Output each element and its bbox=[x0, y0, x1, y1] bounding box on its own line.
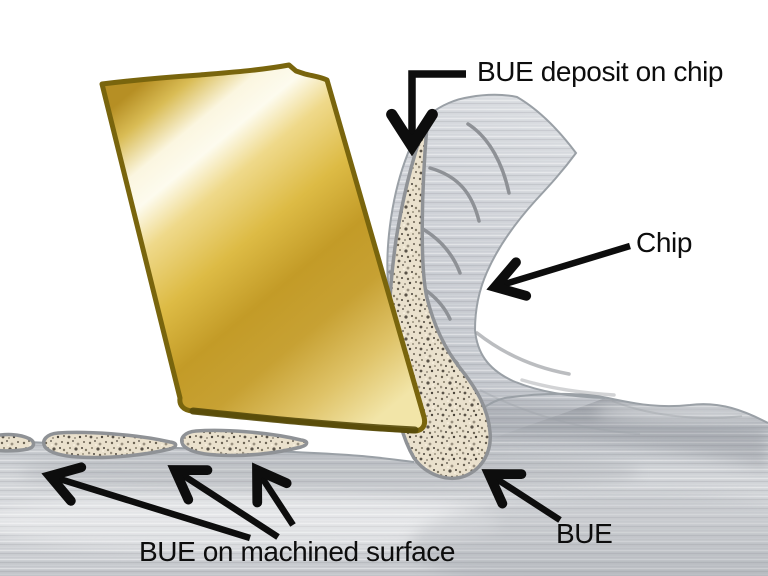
bue-arrow bbox=[481, 469, 562, 523]
surface-deposit-2 bbox=[42, 430, 178, 460]
machined-surface-arrow-left bbox=[41, 462, 251, 542]
surface-contour-line bbox=[611, 400, 743, 419]
surface-contour-line-2 bbox=[479, 389, 641, 435]
label-chip: Chip bbox=[636, 227, 692, 258]
surface-deposit-1 bbox=[0, 432, 36, 453]
workpiece-shading bbox=[0, 398, 768, 576]
machined-surface-arrow-middle bbox=[167, 465, 280, 540]
surface-deposit-3 bbox=[180, 428, 309, 458]
label-bue-on-machined-surface: BUE on machined surface bbox=[139, 536, 456, 567]
chip-arrow bbox=[486, 242, 631, 301]
bue-machined-surface-deposits bbox=[0, 428, 309, 460]
machined-surface-arrow-right bbox=[252, 462, 296, 527]
cutting-tool-body bbox=[99, 62, 428, 434]
cutting-tool bbox=[99, 62, 428, 434]
tool-bottom-shadow bbox=[189, 407, 419, 434]
label-bue-deposit-on-chip: BUE deposit on chip bbox=[477, 56, 724, 87]
annotation-arrows bbox=[41, 70, 631, 542]
uncut-surface-edge bbox=[461, 392, 768, 431]
label-bue: BUE bbox=[556, 518, 613, 549]
chip-outline bbox=[386, 93, 606, 434]
bue-deposit-arrow bbox=[386, 70, 466, 157]
